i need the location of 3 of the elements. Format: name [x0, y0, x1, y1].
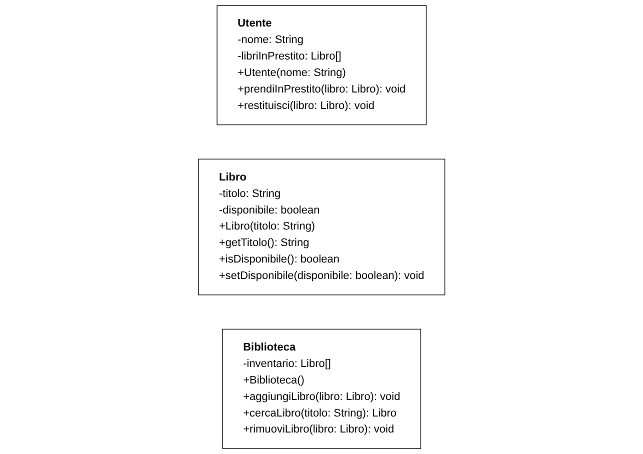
node-box: Utente -nome: String -libriInPrestito: Libro[] +Utente(nome: String) +prendiInPrestito(libro: Libro): void +restituisci(libro: Libro): void [216, 5, 426, 126]
node-box: Biblioteca -inventario: Libro[] +Biblioteca() +aggiungiLibro(libro: Libro): void +cercaLibro(titolo: String): Libro +rimuoviLibro(libro: Libro): void [222, 328, 421, 449]
node-box: Libro -titolo: String -disponibile: boolean +Libro(titolo: String) +getTitolo(): String +isDisponibile(): boolean +setDisponibile(disponibile: boolean): void [198, 158, 446, 296]
